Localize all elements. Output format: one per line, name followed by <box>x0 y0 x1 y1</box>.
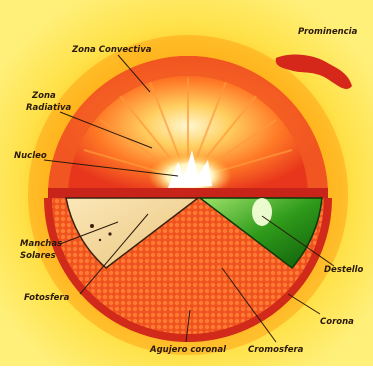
label-manchas-1: Manchas <box>20 239 62 249</box>
equator-band <box>48 188 328 198</box>
label-corona: Corona <box>320 317 354 327</box>
label-agujero-coronal: Agujero coronal <box>149 345 227 355</box>
label-zona-convectiva: Zona Convectiva <box>71 45 152 55</box>
label-destello: Destello <box>324 265 364 275</box>
label-nucleo: Nucleo <box>14 151 47 161</box>
label-zona-radiativa-2: Radiativa <box>26 103 72 113</box>
label-cromosfera: Cromosfera <box>248 345 304 355</box>
label-fotosfera: Fotosfera <box>24 293 70 303</box>
flare-burst <box>252 198 272 226</box>
label-zona-radiativa-1: Zona <box>31 91 56 101</box>
label-prominencia: Prominencia <box>298 27 358 37</box>
label-manchas-2: Solares <box>20 251 56 261</box>
